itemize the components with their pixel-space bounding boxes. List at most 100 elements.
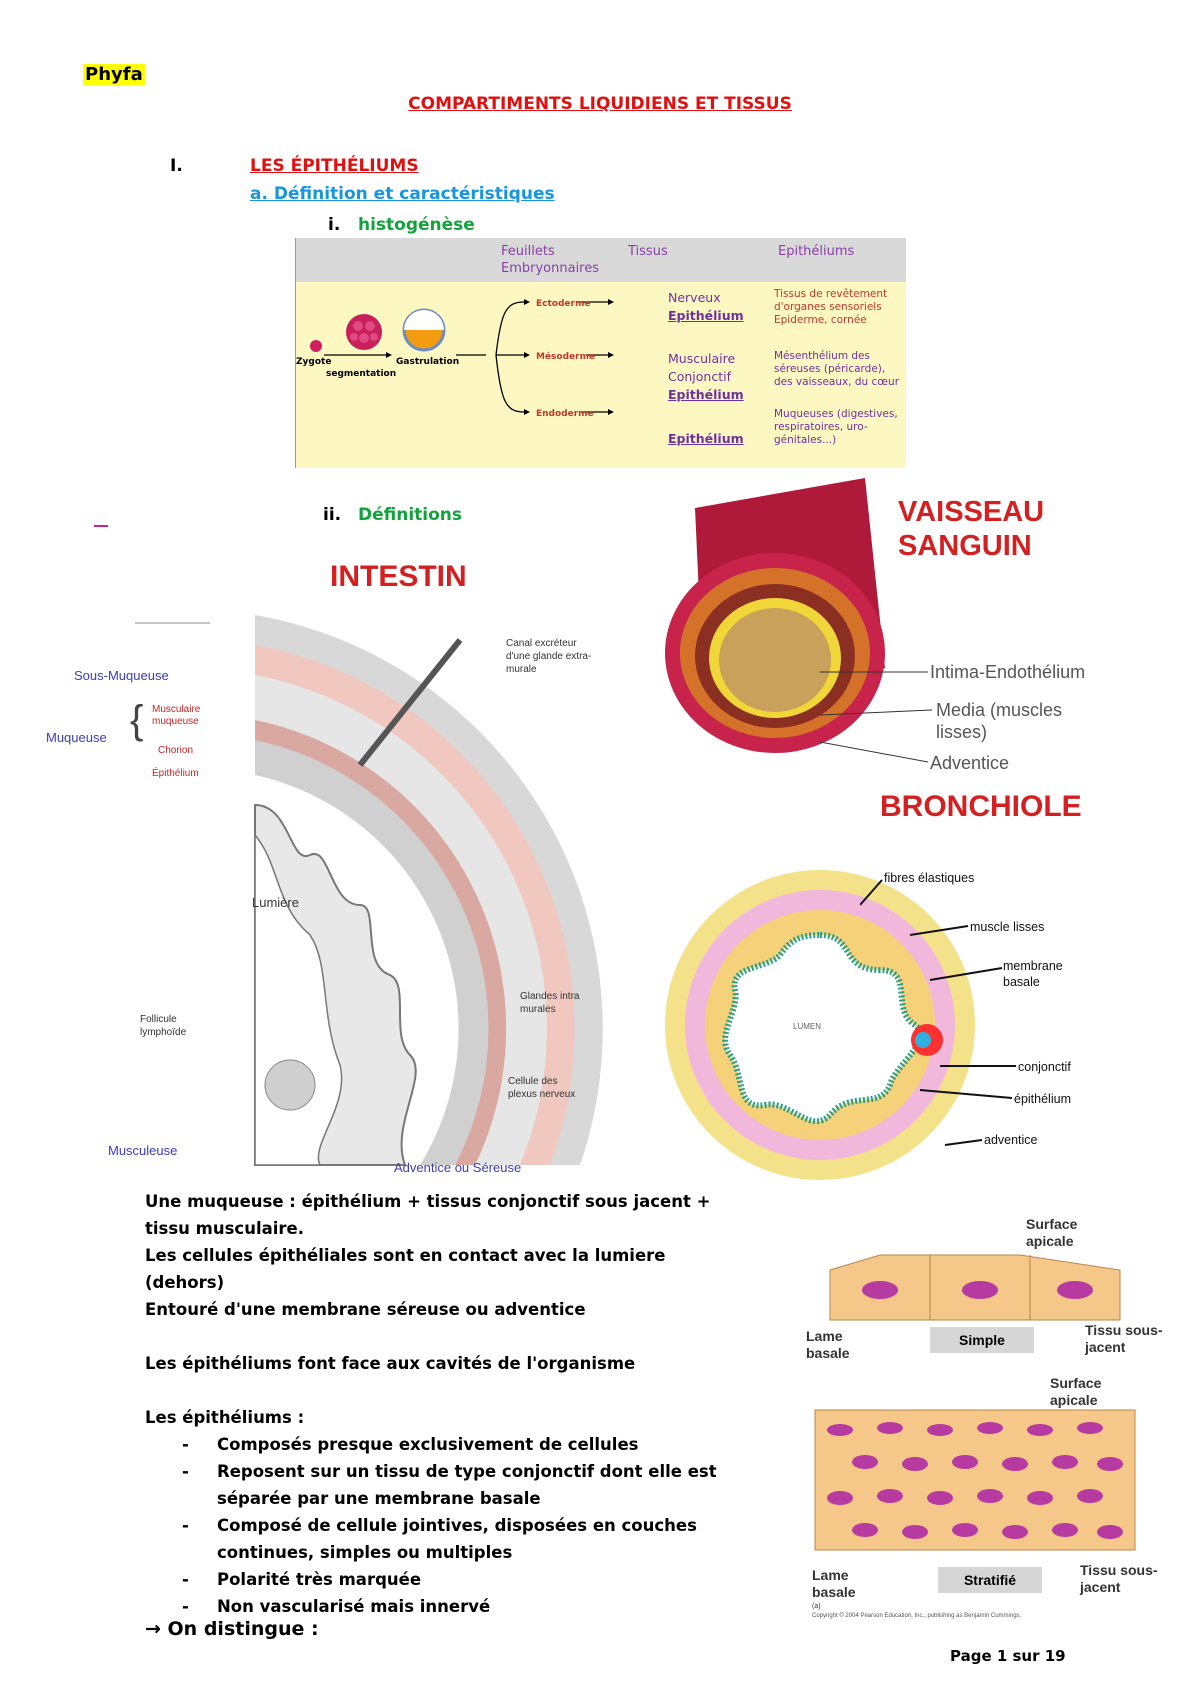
- zygote-label: Zygote: [296, 357, 332, 367]
- histogenesis-diagram: [310, 299, 614, 415]
- label-follicule: Follicule lymphoïde: [140, 1014, 187, 1038]
- label-tissu-line2: jacent: [1085, 1339, 1126, 1355]
- label-conjonctif: conjonctif: [1018, 1060, 1071, 1074]
- body-p3: Entouré d'une membrane séreuse ou advent…: [145, 1300, 586, 1319]
- col-feuillets: Feuillets Embryonnaires: [501, 244, 600, 276]
- tissu-epithelium-3: Epithélium: [668, 431, 744, 446]
- section-number: I.: [170, 156, 183, 176]
- vaisseau-title-line1: VAISSEAU: [898, 496, 1045, 528]
- epithelium-mesoderme: Mésenthélium des séreuses (péricarde), d…: [774, 350, 900, 388]
- subsubsection-number-ii: ii.: [323, 505, 342, 525]
- label-surface-line1: Surface: [1026, 1216, 1078, 1232]
- label-lame2-line2: basale: [812, 1584, 856, 1600]
- muqueuse-brace: {: [130, 698, 144, 742]
- subsubsection-definitions: Définitions: [358, 505, 463, 525]
- stratified-epithelium-diagram: [814, 1409, 1136, 1551]
- simple-epithelium-diagram: [829, 1254, 1121, 1321]
- canal-duct: [357, 638, 463, 767]
- bronchiole-leader-lines: [860, 879, 1016, 1146]
- page-number: Page 1 sur 19: [950, 1647, 1066, 1665]
- label-surface-line2: apicale: [1026, 1233, 1074, 1249]
- gastrulation-label: Gastrulation: [396, 357, 460, 367]
- body-p4: Les épithéliums font face aux cavités de…: [145, 1354, 636, 1373]
- label-media-line1: Media (muscles: [936, 700, 1063, 720]
- label-lumiere: Lumière: [252, 895, 299, 910]
- tissu-nerveux: Nerveux: [668, 290, 721, 305]
- endoderme-label: Endoderme: [536, 409, 594, 419]
- subsubsection-histogenese: histogénèse: [358, 215, 475, 235]
- body-p1: Une muqueuse : épithélium + tissus conjo…: [145, 1192, 711, 1238]
- epithelium-ectoderme: Tissus de revêtement d'organes sensoriel…: [774, 288, 888, 326]
- conclusion-line: → On distingue :: [145, 1618, 319, 1640]
- body-spacer-1: [145, 1323, 725, 1350]
- label-adventice-bronchiole: adventice: [984, 1133, 1038, 1147]
- tissu-epithelium-1: Epithélium: [668, 308, 744, 323]
- label-tissu-line1: Tissu sous-: [1085, 1322, 1163, 1338]
- ectoderme-label: Ectoderme: [536, 299, 591, 309]
- col-tissus: Tissus: [628, 244, 668, 259]
- label-sous-muqueuse: Sous-Muqueuse: [74, 668, 169, 683]
- body-p5: Les épithéliums :: [145, 1408, 305, 1427]
- epithelium-endoderme: Muqueuses (digestives, respiratoires, ur…: [774, 408, 898, 446]
- intestin-diagram: [135, 615, 603, 1166]
- list-item: Polarité très marquée: [145, 1566, 725, 1593]
- label-surface2-line1: Surface: [1050, 1375, 1102, 1391]
- label-cellule: Cellule des plexus nerveux: [508, 1076, 576, 1100]
- list-item: Composés presque exclusivement de cellul…: [145, 1431, 725, 1458]
- col-epitheliums: Epithéliums: [778, 244, 855, 259]
- subsubsection-number: i.: [328, 215, 341, 235]
- label-musculaire-muqueuse: Musculaire muqueuse: [152, 704, 201, 727]
- tissu-musculaire: Musculaire: [668, 351, 736, 366]
- stray-dash: [94, 525, 108, 527]
- author-tag: Phyfa: [83, 64, 145, 85]
- label-lame-line1: Lame: [806, 1328, 843, 1344]
- segmentation-label: segmentation: [326, 369, 397, 379]
- label-media-line2: lisses): [936, 722, 988, 742]
- label-muqueuse: Muqueuse: [46, 730, 107, 745]
- label-lame2-line1: Lame: [812, 1567, 849, 1583]
- tissu-conjonctif: Conjonctif: [668, 369, 731, 384]
- bronchiole-title: BRONCHIOLE: [880, 790, 1082, 823]
- label-adventice-sereuse: Adventice ou Séreuse: [394, 1160, 522, 1175]
- mesoderme-label: Mésoderme: [536, 352, 596, 362]
- label-fibres-elastiques: fibres élastiques: [884, 871, 975, 885]
- list-item: Reposent sur un tissu de type conjonctif…: [145, 1458, 725, 1512]
- zygote-cell-icon: [310, 340, 322, 352]
- label-surface2-line2: apicale: [1050, 1392, 1098, 1408]
- list-item: Composé de cellule jointives, disposées …: [145, 1512, 725, 1566]
- tissu-epithelium-2: Epithélium: [668, 387, 744, 402]
- intestin-title: INTESTIN: [330, 560, 467, 593]
- label-tissu2-line2: jacent: [1080, 1579, 1121, 1595]
- document-title: COMPARTIMENTS LIQUIDIENS ET TISSUS: [408, 94, 792, 114]
- label-adventice-vaisseau: Adventice: [930, 753, 1010, 773]
- morula-icon: [346, 314, 382, 350]
- histogenesis-figure: Feuillets Embryonnaires Tissus Epithéliu…: [295, 238, 906, 468]
- label-canal: Canal excréteur d'une glande extra-mural…: [506, 638, 592, 675]
- label-membrane-line1: membrane: [1003, 959, 1063, 973]
- body-spacer-2: [145, 1377, 725, 1404]
- definitions-body: Une muqueuse : épithélium + tissus conjo…: [145, 1188, 725, 1620]
- label-intima: Intima-Endothélium: [930, 662, 1086, 682]
- vaisseau-title-line2: SANGUIN: [898, 530, 1032, 562]
- label-epithelium-bronchiole: épithélium: [1014, 1092, 1071, 1106]
- gastrula-icon: [402, 308, 446, 352]
- label-epithelium: Épithélium: [152, 768, 199, 779]
- follicule-shape: [264, 1059, 316, 1111]
- histogenesis-header: Feuillets Embryonnaires Tissus Epithéliu…: [296, 238, 906, 282]
- section-title: LES ÉPITHÉLIUMS: [250, 156, 419, 176]
- figure-letter: (a): [812, 1603, 821, 1610]
- vaisseau-diagram: [665, 478, 885, 753]
- label-chorion: Chorion: [158, 745, 194, 756]
- label-musculeuse: Musculeuse: [108, 1143, 178, 1158]
- body-p2: Les cellules épithéliales sont en contac…: [145, 1246, 666, 1292]
- figure-copyright: Copyright © 2004 Pearson Education, Inc.…: [812, 1613, 1022, 1619]
- label-membrane-line2: basale: [1003, 975, 1040, 989]
- label-lame-line2: basale: [806, 1345, 850, 1361]
- label-glandes: Glandes intra murales: [520, 991, 580, 1015]
- bronchiole-diagram: [665, 870, 975, 1180]
- label-tissu2-line1: Tissu sous-: [1080, 1562, 1158, 1578]
- list-item: Non vascularisé mais innervé: [145, 1593, 725, 1620]
- epithelium-characteristics-list: Composés presque exclusivement de cellul…: [145, 1431, 725, 1620]
- label-lumen: LUMEN: [793, 1022, 822, 1031]
- label-stratifie: Stratifié: [938, 1567, 1042, 1593]
